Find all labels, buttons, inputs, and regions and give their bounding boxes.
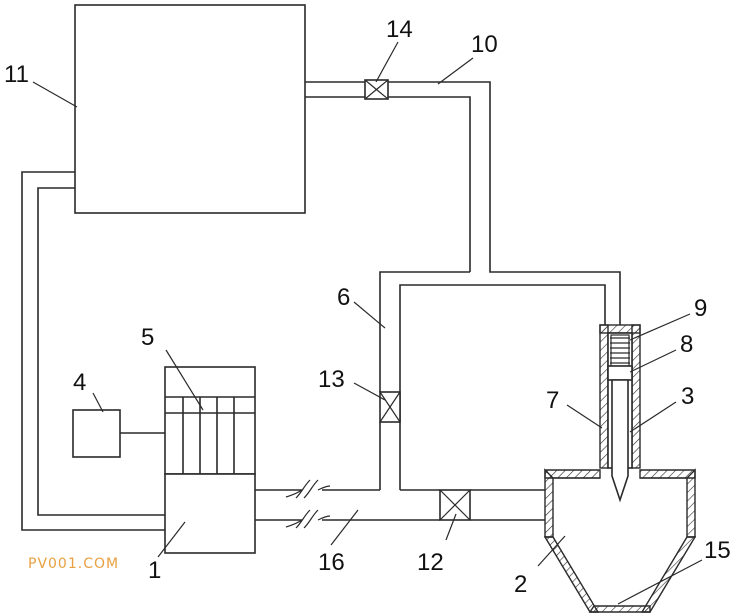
- unit-1: [164, 473, 256, 554]
- hopper-2: [543, 468, 697, 613]
- label-1: 1: [148, 557, 161, 584]
- label-9: 9: [694, 295, 707, 322]
- label-4: 4: [73, 369, 86, 396]
- unit-5: [164, 366, 256, 475]
- label-10: 10: [471, 31, 498, 58]
- pipe-to-hopper: [470, 489, 545, 521]
- left-pipe: [21, 171, 165, 531]
- label-7: 7: [546, 387, 559, 414]
- label-14: 14: [386, 16, 413, 43]
- pipe-6: [379, 271, 606, 491]
- tank-11: [74, 4, 306, 214]
- label-5: 5: [141, 324, 154, 351]
- box-4: [72, 409, 121, 458]
- plate-8: [607, 365, 633, 381]
- label-15: 15: [704, 537, 731, 564]
- valve-13: [379, 391, 401, 423]
- label-12: 12: [417, 549, 444, 576]
- label-13: 13: [318, 366, 345, 393]
- label-2: 2: [514, 571, 527, 598]
- label-8: 8: [680, 331, 693, 358]
- leader-lines: [32, 41, 703, 605]
- label-3: 3: [681, 383, 694, 410]
- rod-7: [611, 379, 629, 503]
- pipe-10: [305, 81, 621, 325]
- break-marks: [285, 479, 331, 529]
- pipe-16: [255, 489, 440, 521]
- watermark: PV001.COM: [28, 556, 119, 572]
- label-6: 6: [337, 284, 350, 311]
- label-16: 16: [318, 549, 345, 576]
- valve-14: [364, 79, 389, 100]
- label-11: 11: [4, 61, 29, 88]
